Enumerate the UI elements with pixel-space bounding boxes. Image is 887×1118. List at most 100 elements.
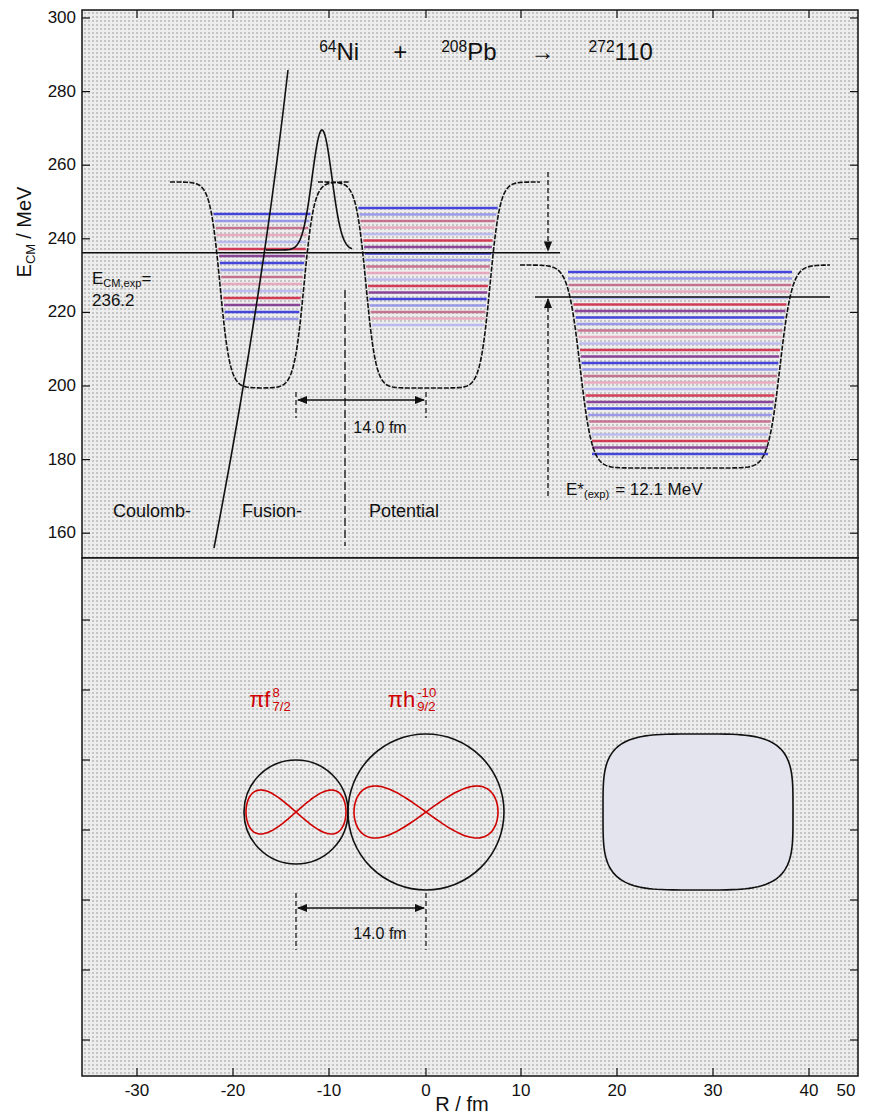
tick-mark [136,10,137,18]
energy-level [219,255,305,257]
axis-tick-label: 20 [608,1082,627,1101]
tick-mark [82,165,90,166]
energy-level [358,207,497,209]
compound-nucleus [603,734,793,890]
energy-level [216,227,308,229]
axis-tick-label-group: 280 [48,82,76,101]
tick-mark [136,1068,137,1076]
energy-level [225,318,298,320]
tick-mark [82,91,90,92]
energy-level [223,290,302,292]
axis-tick-label-group: 10 [512,1082,531,1101]
energy-level [371,311,486,313]
energy-level [586,394,775,396]
energy-level [590,427,769,429]
beam-energy-line [82,252,560,253]
excitation-label-group: E*(exp)= 12.1 MeV [566,481,703,500]
energy-level [363,233,494,235]
tick-mark [850,91,858,92]
tick-mark [425,1068,426,1076]
energy-level [579,342,781,344]
energy-level [582,368,777,370]
energy-level [578,336,781,338]
distance-arrow [298,399,424,400]
axis-tick-label-group: 0 [421,1082,430,1101]
excitation-arrow [547,172,548,251]
excitation-label: E* [566,481,584,500]
axis-tick-label: 0 [421,1082,430,1101]
axis-tick-label-group: 220 [48,303,76,322]
tick-mark [808,1068,809,1076]
tick-mark [850,1039,858,1040]
axis-tick-label-group: 260 [48,156,76,175]
energy-level [573,303,786,305]
distance-label-group: 14.0 fm [353,925,406,943]
energy-level [364,246,492,248]
fusion-barrier [266,130,352,250]
energy-label: E [92,270,103,289]
plot-layer [82,10,858,1076]
axis-tick-label-group: 40 [800,1082,819,1101]
tick-mark [232,10,233,18]
tick-mark [616,10,617,18]
reaction-title: 208 [441,38,467,55]
compound-energy-line [535,296,830,297]
axis-title: R / fm [435,1093,488,1115]
region-label-group: Coulomb- [113,502,191,522]
axis-title: E [13,264,35,277]
axis-title: CM [24,244,38,264]
energy-level [224,304,300,306]
tick-mark [232,1068,233,1076]
axis-tick-label: 40 [800,1082,819,1101]
axis-title-group: R / fm [435,1093,488,1115]
axis-tick-label: 160 [48,524,76,543]
distance-marker [425,392,426,418]
tick-mark [82,1039,90,1040]
axis-tick-label: 220 [48,303,76,322]
energy-level [363,239,492,241]
orbital-shape [246,790,346,834]
orbital-index: 8 [272,686,279,700]
region-label: Fusion- [242,502,302,522]
energy-level [361,220,496,222]
tick-mark [82,759,90,760]
axis-tick-label: 50 [837,1082,856,1101]
orbital-index: -10 [417,686,436,700]
energy-level [222,283,302,285]
energy-level [592,446,768,448]
energy-level [223,297,300,299]
energy-label-group: ECM,exp= [92,270,151,289]
tick-mark [82,619,90,620]
axis-tick-label: -20 [221,1082,246,1101]
energy-level [585,388,776,390]
tick-mark [616,1068,617,1076]
reaction-title: Pb [467,39,496,65]
energy-level [362,226,495,228]
axis-tick-label: 260 [48,156,76,175]
tick-mark [850,165,858,166]
tick-mark [82,533,90,534]
energy-level [586,401,773,403]
energy-level [360,213,497,215]
energy-label: CM,exp [103,277,141,289]
energy-value-group: 236.2 [92,292,135,311]
axis-tick-label: 200 [48,377,76,396]
tick-mark [82,829,90,830]
energy-level [369,291,488,293]
potential-well [520,265,830,468]
tick-mark [82,689,90,690]
energy-level [371,317,484,319]
distance-label-group: 14.0 fm [353,419,406,437]
axis-tick-label: 30 [704,1082,723,1101]
tick-mark [712,10,713,18]
energy-level [370,304,486,306]
tick-mark [328,1068,329,1076]
axis-ticks [82,10,858,1076]
energy-level [583,375,777,377]
tick-mark [850,969,858,970]
orbital-index-stack: 87/2 [272,686,290,714]
axis-tick-label-group: -30 [125,1082,150,1101]
tick-mark [328,10,329,18]
axis-tick-label-group: 200 [48,377,76,396]
